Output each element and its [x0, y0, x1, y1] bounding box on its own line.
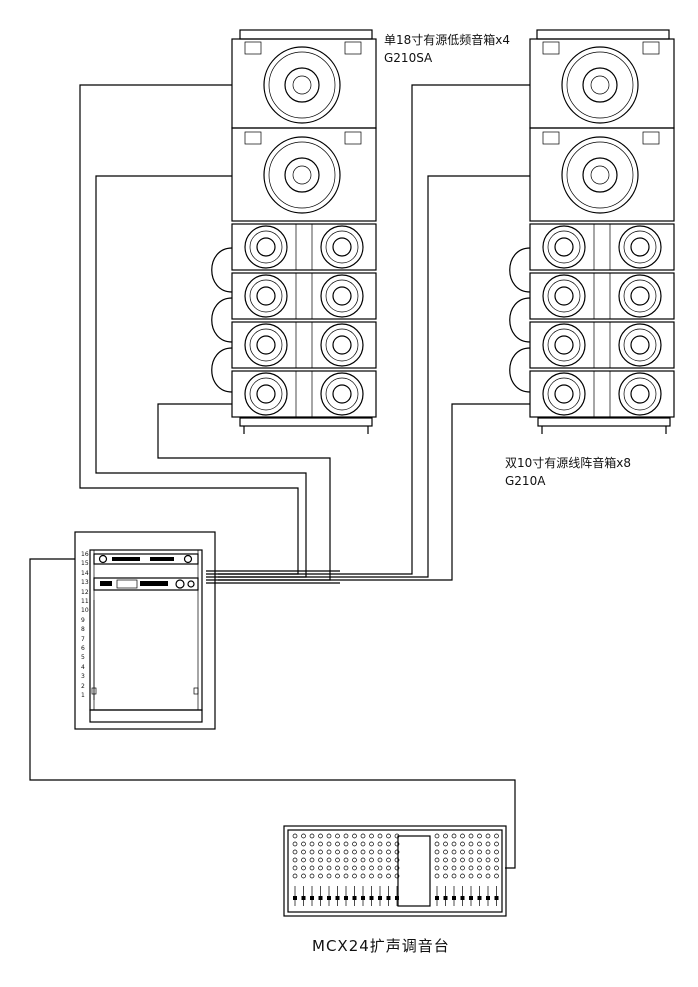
left-link-cable-1 — [211, 247, 233, 293]
rack-ruler-left — [91, 600, 199, 700]
rack-unit-number: 8 — [81, 626, 85, 634]
right-link-cable-2 — [509, 297, 531, 343]
left-link-cable-2 — [211, 297, 233, 343]
rack-unit-number: 4 — [81, 663, 85, 671]
left-speaker-stack — [211, 29, 377, 434]
rack-unit-number: 15 — [81, 560, 89, 568]
rack-unit-number: 1 — [81, 692, 85, 699]
right-subwoofer-1 — [529, 38, 675, 129]
rack-unit-number: 11 — [81, 598, 89, 605]
right-link-cable-1 — [509, 247, 531, 293]
left-fly-bar — [239, 29, 373, 40]
rack-unit-number: 6 — [81, 645, 85, 652]
left-subwoofer-2 — [231, 127, 377, 222]
rack-unit-number: 14 — [81, 569, 89, 577]
speaker-signal-cables — [79, 84, 530, 584]
rack-unit-number: 5 — [81, 654, 85, 662]
rack-unit-number: 7 — [81, 635, 85, 643]
rack-unit-number: 2 — [81, 682, 85, 690]
left-link-cable-3 — [211, 347, 233, 393]
rack-processor-2 — [93, 577, 199, 591]
subwoofer-model-label: G210SA — [384, 51, 433, 65]
line-array-name-label: 双10寸有源线阵音箱x8 — [505, 456, 632, 470]
mixer-name-label: MCX24扩声调音台 — [312, 937, 450, 955]
mixer-cable — [29, 558, 516, 869]
rack-unit-number: 13 — [81, 579, 89, 587]
rack-unit-number: 10 — [81, 607, 89, 615]
rack-unit-number: 12 — [81, 588, 89, 596]
rack-unit-number: 16 — [81, 551, 89, 558]
left-subwoofer-1 — [231, 38, 377, 129]
rack-processor-1 — [93, 553, 199, 565]
right-speaker-stack — [509, 29, 675, 434]
subwoofer-name-label: 单18寸有源低频音箱x4 — [384, 33, 511, 47]
right-line-array — [529, 223, 675, 434]
right-link-cable-3 — [509, 347, 531, 393]
rack-unit-number: 9 — [81, 616, 85, 624]
line-array-model-label: G210A — [505, 474, 546, 488]
mixing-console — [283, 825, 507, 917]
left-bottom-bar — [239, 417, 373, 427]
right-subwoofer-2 — [529, 127, 675, 222]
rack-unit-number: 3 — [81, 673, 85, 681]
left-line-array — [231, 223, 377, 434]
mixer-channel-strips — [292, 833, 499, 906]
equipment-rack — [74, 531, 216, 730]
mixer-master-section — [397, 835, 431, 907]
